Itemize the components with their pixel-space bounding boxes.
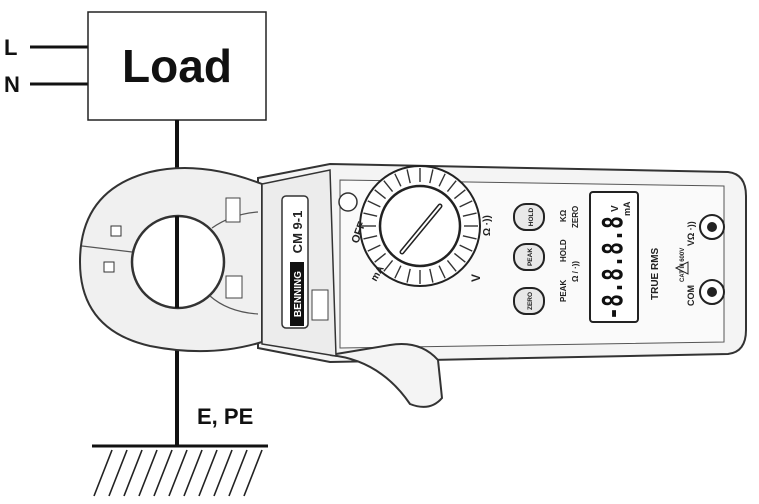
dial-tooth (446, 180, 457, 193)
hold-button[interactable] (513, 203, 545, 231)
rotary-selector[interactable] (359, 165, 481, 287)
panel-zero: ZERO (571, 206, 580, 228)
dial-ohm-label: Ω ·)) (482, 215, 493, 236)
dial-tooth (459, 244, 473, 252)
dial-tooth (383, 259, 394, 272)
ground-hatch-line (168, 449, 188, 497)
earth-label: E, PE (197, 404, 253, 429)
dial-tooth (374, 189, 387, 200)
dial-tooth (453, 189, 466, 200)
lcd-reading: -8.8.8.8 (596, 216, 629, 320)
ground-hatch-line (198, 449, 218, 497)
ground-hatch-line (243, 449, 263, 497)
ground-hatch-line (153, 449, 173, 497)
warning-triangle-icon (674, 261, 689, 275)
dial-tooth (363, 235, 378, 240)
ground-hatch-line (228, 449, 248, 497)
zero-button[interactable] (513, 287, 545, 315)
dial-tooth (363, 212, 378, 217)
dial-tooth (406, 268, 411, 283)
dial-tooth (446, 259, 457, 272)
ground-hatch-line (93, 449, 113, 497)
neutral-label: N (4, 72, 20, 97)
clamp-meter: BENNING CM 9-1 OFF mA Ω ·)) V HOLD PEAK … (78, 162, 747, 408)
load-label: Load (122, 40, 232, 92)
dial-tooth (453, 252, 466, 263)
dial-tooth (429, 268, 434, 283)
dial-tooth (394, 265, 402, 279)
panel-ohm: Ω / ·)) (571, 261, 580, 282)
dial-tooth (438, 173, 446, 187)
dial-tooth (462, 212, 477, 217)
ground-hatch-line (183, 449, 203, 497)
trigger-lever (329, 343, 444, 408)
dial-tooth (394, 173, 402, 187)
ground-hatch (93, 449, 263, 497)
dial-tooth (429, 169, 434, 184)
panel-hold: HOLD (559, 239, 568, 262)
ground-hatch-line (108, 449, 128, 497)
load-box (87, 11, 267, 121)
panel-peak: PEAK (559, 280, 568, 302)
line-label: L (4, 35, 17, 60)
brand-label: BENNING (293, 271, 304, 317)
ground-hatch-line (213, 449, 233, 497)
dial-tooth (462, 235, 477, 240)
lcd-unit-ma: mA (622, 201, 632, 216)
com-label: COM (686, 285, 696, 306)
lcd-display (589, 191, 639, 323)
svg-text:ZERO: ZERO (527, 292, 534, 310)
dial-tooth (438, 265, 446, 279)
dial-tooth (374, 252, 387, 263)
dial-tooth (383, 180, 394, 193)
flashlight-button[interactable] (338, 192, 358, 212)
dial-tooth (406, 169, 411, 184)
v-ohm-label: VΩ ·)) (686, 221, 696, 246)
svg-text:PEAK: PEAK (527, 248, 534, 266)
svg-text:HOLD: HOLD (528, 207, 535, 226)
ground-hatch-line (138, 449, 158, 497)
dial-v-label: V (469, 274, 483, 282)
ground-hatch-line (123, 449, 143, 497)
model-label: CM 9-1 (290, 211, 305, 254)
dial-tooth (367, 200, 381, 208)
peak-button[interactable] (513, 243, 545, 271)
lcd-unit-v: V (610, 205, 621, 212)
panel-kohm: KΩ (559, 209, 568, 222)
dial-tooth (459, 200, 473, 208)
true-rms-label: TRUE RMS (650, 247, 661, 300)
dial-tooth (367, 244, 381, 252)
